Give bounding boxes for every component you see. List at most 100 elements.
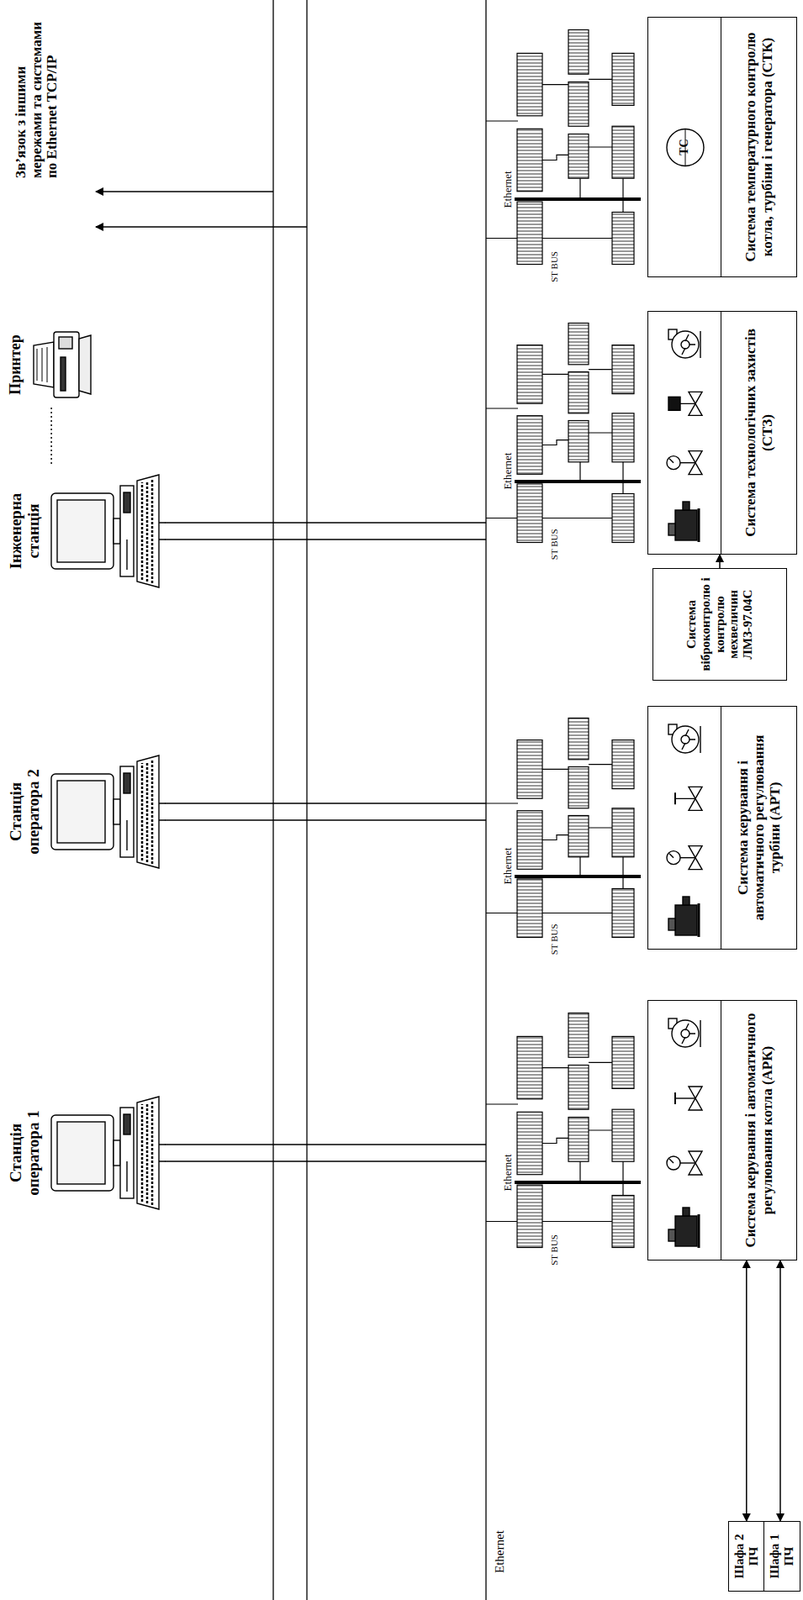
io-module	[568, 82, 589, 127]
io-module	[517, 1112, 543, 1175]
io-module	[517, 416, 543, 476]
system-label-area: Система температурного контролю котла, т…	[720, 17, 797, 277]
io-module	[612, 212, 634, 265]
io-module	[517, 201, 543, 265]
io-module	[568, 1118, 589, 1163]
st-bus-line	[514, 875, 641, 879]
io-module	[517, 128, 543, 191]
io-module	[612, 740, 634, 790]
station-wire	[165, 1144, 487, 1146]
node-label: Система керування і автоматичного регулю…	[742, 1009, 775, 1253]
rack-cable	[542, 1221, 613, 1223]
io-module	[568, 323, 589, 365]
computer-icon	[51, 1097, 166, 1210]
rack-cable	[542, 79, 613, 160]
cabinet-box: Шафа 2 ПЧ	[728, 1521, 766, 1593]
io-module	[612, 1036, 634, 1089]
pump-symbol	[668, 329, 701, 359]
controller-rack	[486, 1014, 641, 1249]
gvalve-symbol	[666, 1151, 703, 1176]
io-module	[612, 52, 634, 106]
io-module	[517, 879, 543, 939]
io-module	[568, 134, 589, 180]
station-wire	[165, 522, 487, 524]
ethernet-bus	[273, 0, 487, 1600]
io-module	[612, 494, 634, 544]
st-bus-line	[514, 480, 641, 484]
node-label: Принтер	[6, 322, 24, 407]
ethernet-label: Ethernet	[501, 1152, 514, 1194]
ethernet-drop	[486, 407, 518, 409]
io-module	[612, 413, 634, 463]
io-module	[517, 740, 543, 800]
system-box: Система температурного контролю котла, т…	[647, 16, 798, 278]
rack-cable	[542, 369, 613, 446]
computer-icon	[47, 1094, 166, 1213]
station-wire	[165, 538, 487, 540]
dotted-link	[50, 406, 53, 465]
printer-icon	[33, 332, 91, 398]
computer-icon	[51, 755, 166, 869]
ethernet-drop	[486, 517, 518, 519]
arrow-connector	[779, 1261, 782, 1522]
node-label: Система температурного контролю котла, т…	[742, 26, 775, 269]
station-wire	[165, 1161, 487, 1163]
rack-cable	[542, 1062, 613, 1144]
ethernet-drop	[486, 803, 518, 804]
ethernet-drop	[486, 237, 518, 239]
io-module	[612, 345, 634, 395]
node-label: Інженерна станція	[6, 464, 43, 599]
rack-cable	[542, 765, 613, 841]
ethernet-label: Ethernet	[501, 169, 514, 210]
controller-rack	[486, 323, 641, 544]
io-module	[517, 1036, 543, 1099]
ethernet-drop	[486, 1104, 518, 1105]
vibration-system-box: Система віброконтролю і контролю мехвели…	[652, 568, 788, 682]
valve-symbol	[675, 787, 703, 811]
controller-racks	[486, 30, 641, 1249]
arrow-connector	[745, 1261, 748, 1522]
st-bus-label: ST BUS	[549, 249, 560, 285]
st-bus-line	[514, 1181, 641, 1185]
network-note: Зв’язок з іншими мережами та системами п…	[13, 16, 61, 180]
io-module	[612, 889, 634, 939]
system-label-area: Система керування і автоматичного регулю…	[720, 707, 797, 950]
controller-rack	[486, 718, 641, 939]
cabinet-box: Шафа 1 ПЧ	[763, 1521, 801, 1593]
tc-symbol	[666, 129, 704, 167]
st-bus-tap	[580, 1162, 624, 1196]
engineering-station: Інженерна станція	[6, 464, 166, 599]
io-module	[517, 1185, 543, 1248]
io-module	[612, 808, 634, 858]
st-bus-tap	[580, 857, 624, 890]
printer: Принтер	[6, 322, 96, 407]
computer-icon	[47, 472, 166, 591]
operator-station: Станція оператора 2	[6, 744, 166, 880]
controller-rack	[486, 30, 641, 265]
external-link-arrows	[95, 191, 307, 228]
io-module	[568, 372, 589, 414]
equipment-icons	[648, 707, 721, 950]
io-module	[568, 30, 589, 75]
node-label: Система керування і автоматичного регулю…	[734, 715, 783, 941]
ethernet-label: Ethernet	[501, 451, 514, 492]
system-box: Система керування і автоматичного регулю…	[647, 706, 798, 951]
node-label: Система віброконтролю і контролю мехвели…	[684, 572, 756, 677]
io-module	[517, 811, 543, 871]
printer-icon	[28, 327, 96, 403]
st-bus-label: ST BUS	[549, 922, 560, 957]
st-bus-tap	[580, 462, 624, 495]
io-module	[612, 1196, 634, 1249]
avalve-symbol	[668, 391, 703, 416]
bus-label: Ethernet	[492, 1529, 508, 1576]
pump-symbol	[668, 724, 701, 754]
rack-cable	[542, 517, 613, 519]
gvalve-symbol	[666, 451, 703, 476]
motor-symbol	[668, 897, 699, 938]
io-module	[612, 1109, 634, 1163]
node-label: Шафа 1 ПЧ	[767, 1526, 797, 1589]
io-module	[568, 1066, 589, 1111]
sensor-label: TC	[677, 137, 691, 157]
node-label: Система технологічних захистів (СТЗ)	[742, 320, 775, 546]
